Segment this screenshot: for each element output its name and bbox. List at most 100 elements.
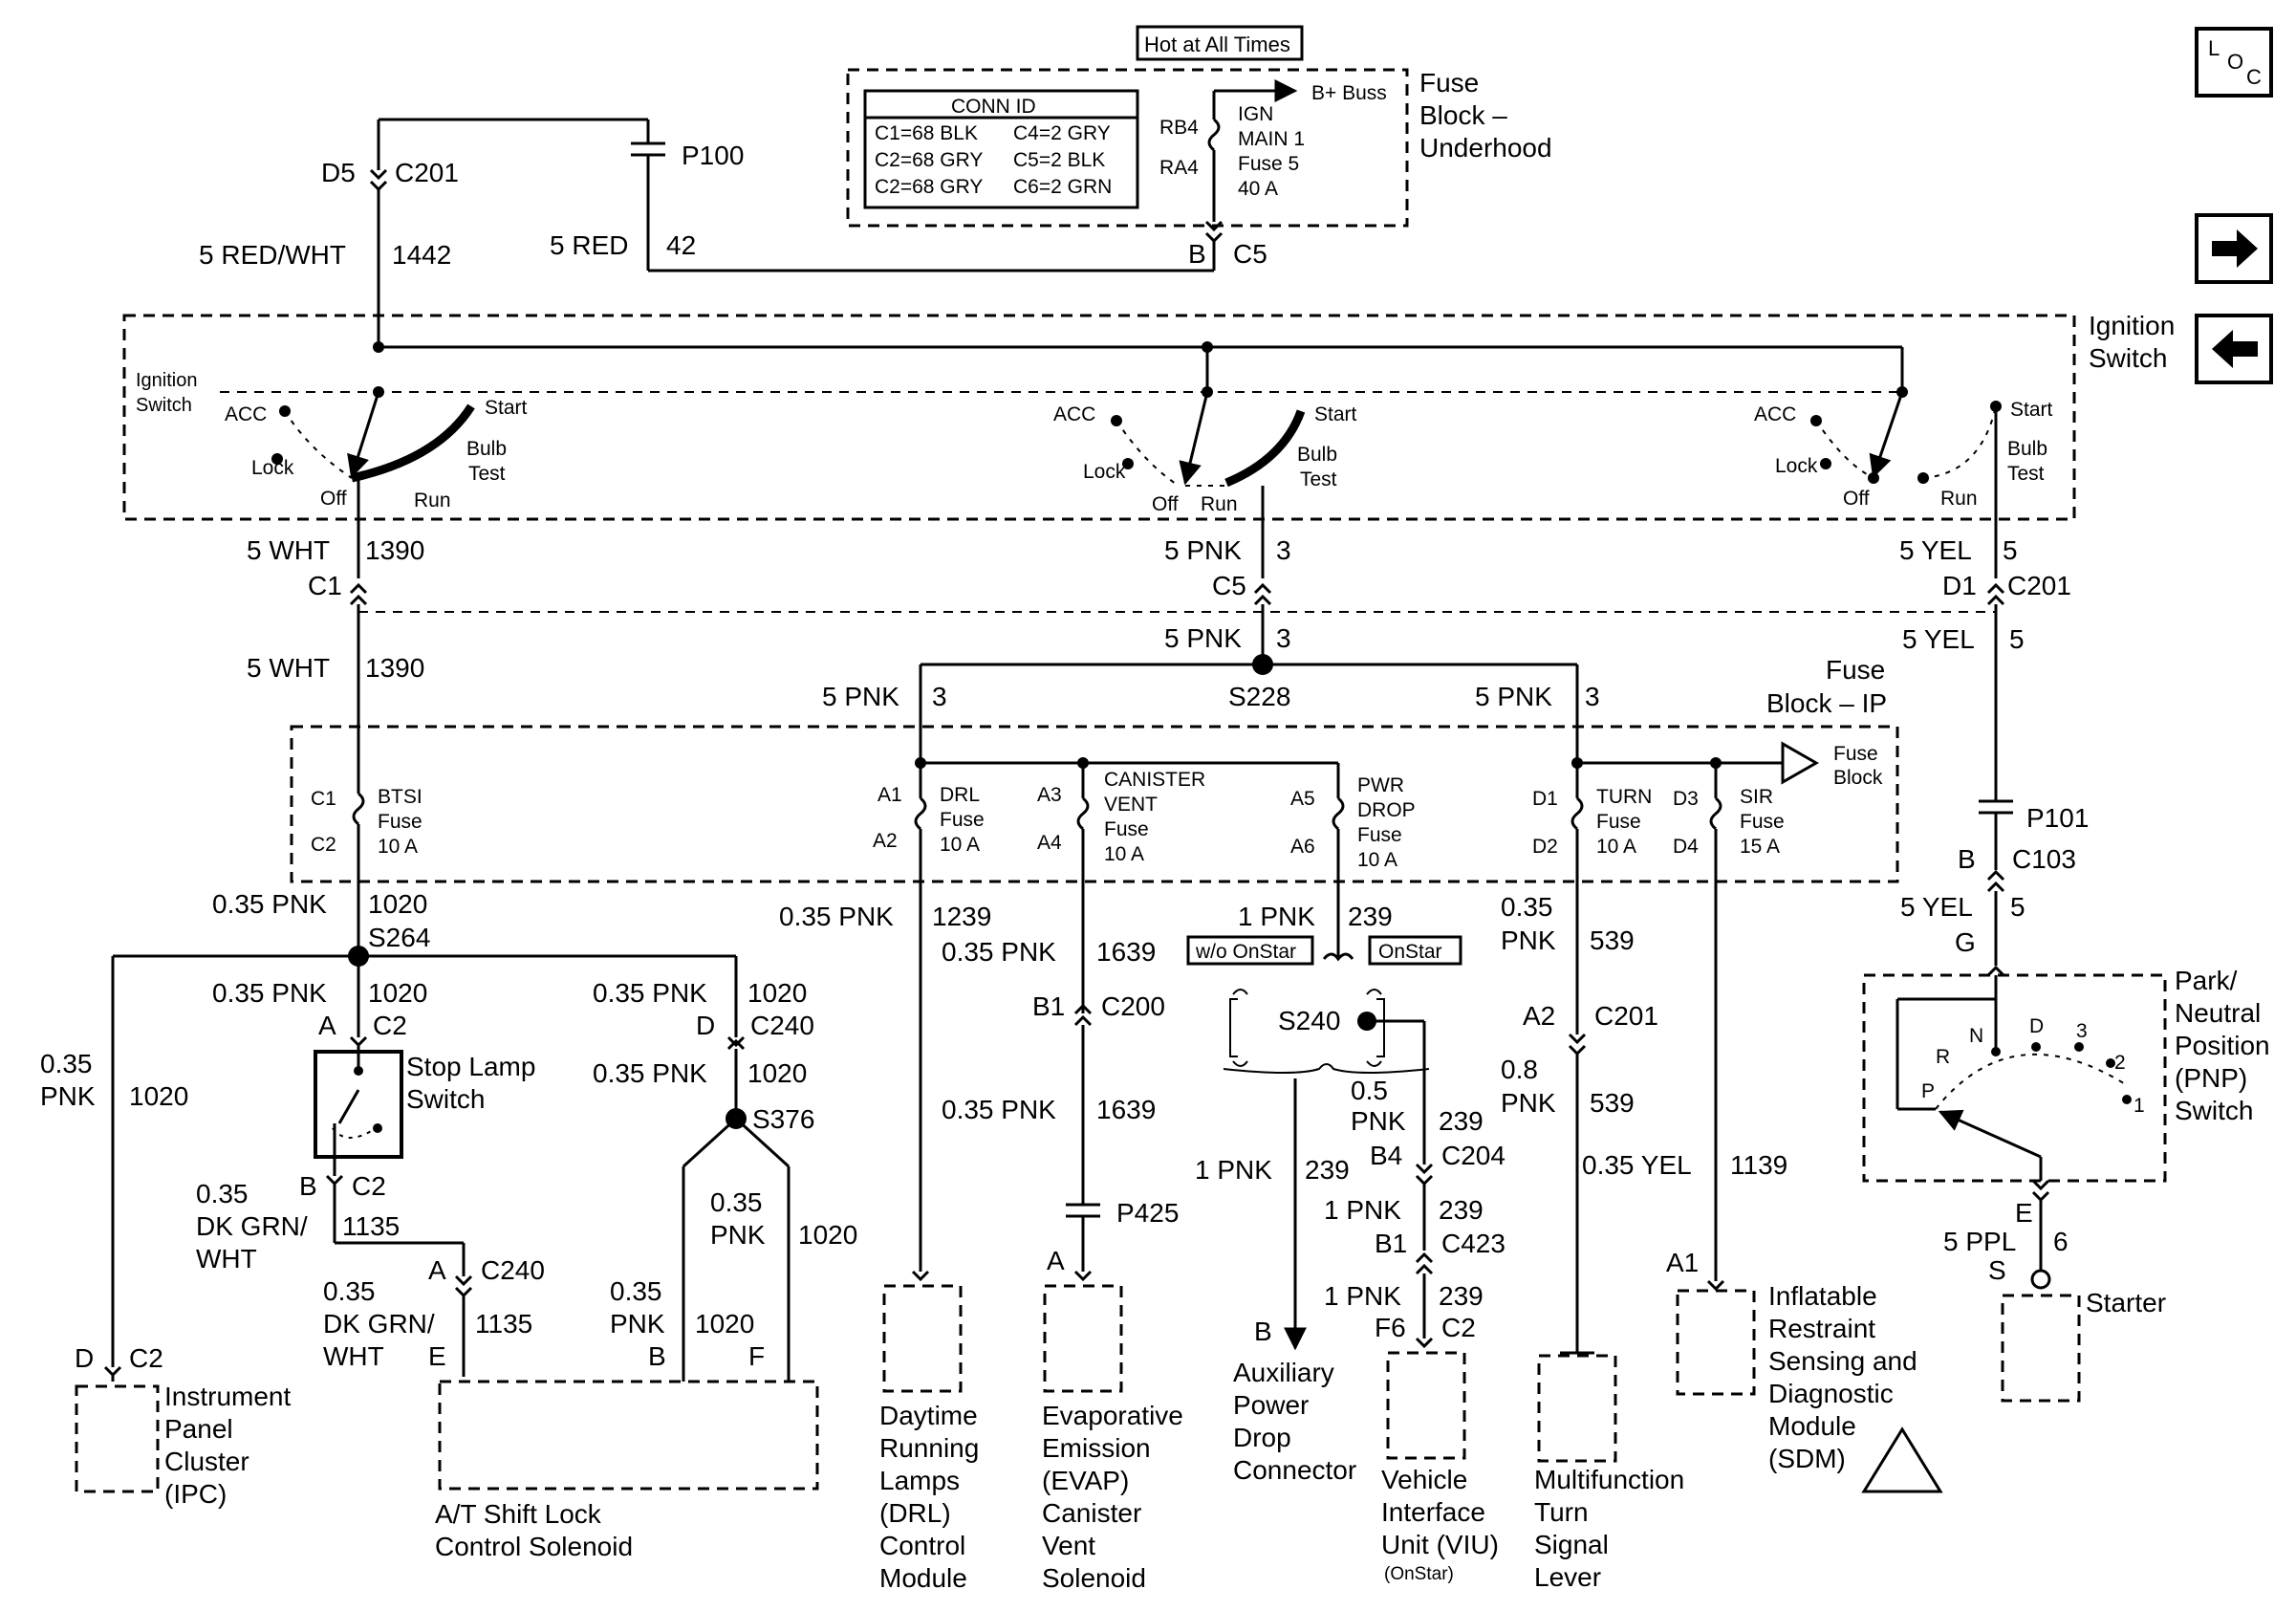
evap-conn-a: A [1047,1246,1065,1275]
circuit-1639-b: 1639 [1096,1095,1156,1124]
circuit-6: 6 [2053,1227,2069,1256]
shift-conn-a: A [428,1255,446,1285]
sdm-label-5: Module [1768,1411,1856,1441]
wire-035-pnk-c240: 0.35 PNK [593,978,707,1008]
wire-5-pnk-b: 5 PNK [1164,623,1242,653]
circuit-3-d: 3 [1585,682,1600,711]
ipc-conn-c2: C2 [129,1343,163,1373]
ignition-switch-title-2: Switch [2089,343,2167,373]
stop-conn-c2: C2 [373,1011,407,1040]
fuse-block-arrow-a: A [1787,755,1800,775]
mf-label-2: Turn [1534,1497,1589,1527]
arrow-left-icon[interactable] [2195,314,2273,384]
lock-left: Lock [251,457,294,479]
off-right: Off [1843,488,1870,510]
ignition-inner-2: Switch [136,395,192,416]
wire-1-pnk-a: 1 PNK [1238,902,1315,931]
conn-c2-viu: C2 [1441,1313,1476,1342]
bulb-left: Bulb [466,438,507,460]
off-left: Off [320,488,347,510]
mf-label-4: Lever [1534,1562,1601,1592]
turn-pin-d1: D1 [1532,788,1558,810]
arrow-right-icon[interactable] [2195,213,2273,284]
acc-left: ACC [225,403,267,425]
btsi-fuse-2: Fuse [378,811,422,833]
mf-label-3: Signal [1534,1530,1609,1559]
s376-wire-pnk: PNK [710,1220,766,1250]
pnp-pos-2: 2 [2114,1052,2126,1074]
viu-onstar-sub: (OnStar) [1384,1564,1454,1584]
location-icon[interactable]: L O C [2195,27,2273,98]
conn-b1-c423: B1 [1375,1229,1407,1258]
circuit-1139: 1139 [1730,1150,1787,1180]
wire-5-pnk-a: 5 PNK [1164,535,1242,565]
stop-conn-b: B [299,1171,317,1201]
sdm-label-2: Restraint [1768,1314,1875,1343]
pwr-fuse-4: 10 A [1357,849,1397,871]
can-fuse-1: CANISTER [1104,769,1205,791]
conn-b4: B4 [1370,1141,1402,1170]
starter-label: Starter [2086,1288,2166,1317]
drl-label-6: Module [879,1563,967,1593]
wire-grn-b-1: 0.35 [323,1276,376,1306]
drl-fuse-3: 10 A [940,834,980,856]
wire-5-pnk-d: 5 PNK [1475,682,1552,711]
viu-label-1: Vehicle [1381,1465,1467,1494]
conn-c201-right: C201 [2007,571,2071,600]
fuse-block-underhood-title-1: Fuse [1419,68,1479,98]
pnp-title-3: Position [2175,1031,2270,1060]
btsi-fuse-3: 10 A [378,836,418,858]
fuse-block-ref-1: Fuse [1833,743,1878,765]
fuse-block-ip-title-2: Block – IP [1766,688,1887,718]
run-mid: Run [1201,493,1238,515]
splice-s376: S376 [752,1104,814,1134]
circuit-1239: 1239 [932,902,991,931]
wire-035-pnk-1639-a: 0.35 PNK [942,937,1056,967]
drl-label-4: (DRL) [879,1498,951,1528]
evap-label-6: Solenoid [1042,1563,1146,1593]
fuse5-line-3: Fuse 5 [1238,153,1299,175]
wire-1-pnk-c: 1 PNK [1324,1195,1401,1225]
sdm-label-4: Diagnostic [1768,1379,1894,1408]
conn-id-row-3-r: C6=2 GRN [1013,176,1112,198]
can-fuse-3: Fuse [1104,818,1149,840]
wire-5-yel-c: 5 YEL [1900,892,1973,922]
pwr-pin-a5: A5 [1290,788,1315,810]
conn-c240-top: C240 [750,1011,814,1040]
mf-label-1: Multifunction [1534,1465,1684,1494]
lock-mid: Lock [1083,461,1126,483]
pnp-pos-3: 3 [2076,1020,2088,1042]
shift-conn-e: E [428,1341,446,1371]
btsi-pin-c1: C1 [311,788,336,810]
wire-grn-b-2: DK GRN/ [323,1309,435,1339]
conn-c240-shift: C240 [481,1255,545,1285]
pnp-title-1: Park/ [2175,966,2238,995]
wire-5-pnk-c: 5 PNK [822,682,899,711]
pnp-title-4: (PNP) [2175,1063,2247,1093]
circuit-539-a: 539 [1590,925,1635,955]
pnp-pos-n: N [1969,1025,1983,1047]
pwr-fuse-2: DROP [1357,799,1416,821]
shift-wire-pnk: PNK [610,1309,665,1339]
p101-label: P101 [2026,803,2089,833]
can-pin-a4: A4 [1037,832,1062,854]
s376-wire-035: 0.35 [710,1187,763,1217]
viu-label-3: Unit (VIU) [1381,1530,1499,1559]
sir-fuse-2: Fuse [1740,811,1785,833]
wire-035-pnk-1239: 0.35 PNK [779,902,894,931]
shift-lock-label-1: A/T Shift Lock [435,1499,602,1529]
conn-id-row-2-r: C5=2 BLK [1013,149,1105,171]
conn-b1-c200: B1 [1032,991,1065,1021]
evap-label-4: Canister [1042,1498,1141,1528]
conn-id-row-1-r: C4=2 GRY [1013,122,1111,144]
conn-c5: C5 [1212,571,1246,600]
conn-c423: C423 [1441,1229,1505,1258]
drl-pin-a1: A1 [877,784,902,806]
wire-grn-a-1: 0.35 [196,1179,249,1208]
circuit-1020-e: 1020 [798,1220,857,1250]
wire-pnk-turn-a: PNK [1501,925,1556,955]
pnp-pos-1: 1 [2134,1095,2145,1117]
without-onstar-tag: w/o OnStar [1195,941,1296,963]
circuit-1020-f: 1020 [695,1309,754,1339]
